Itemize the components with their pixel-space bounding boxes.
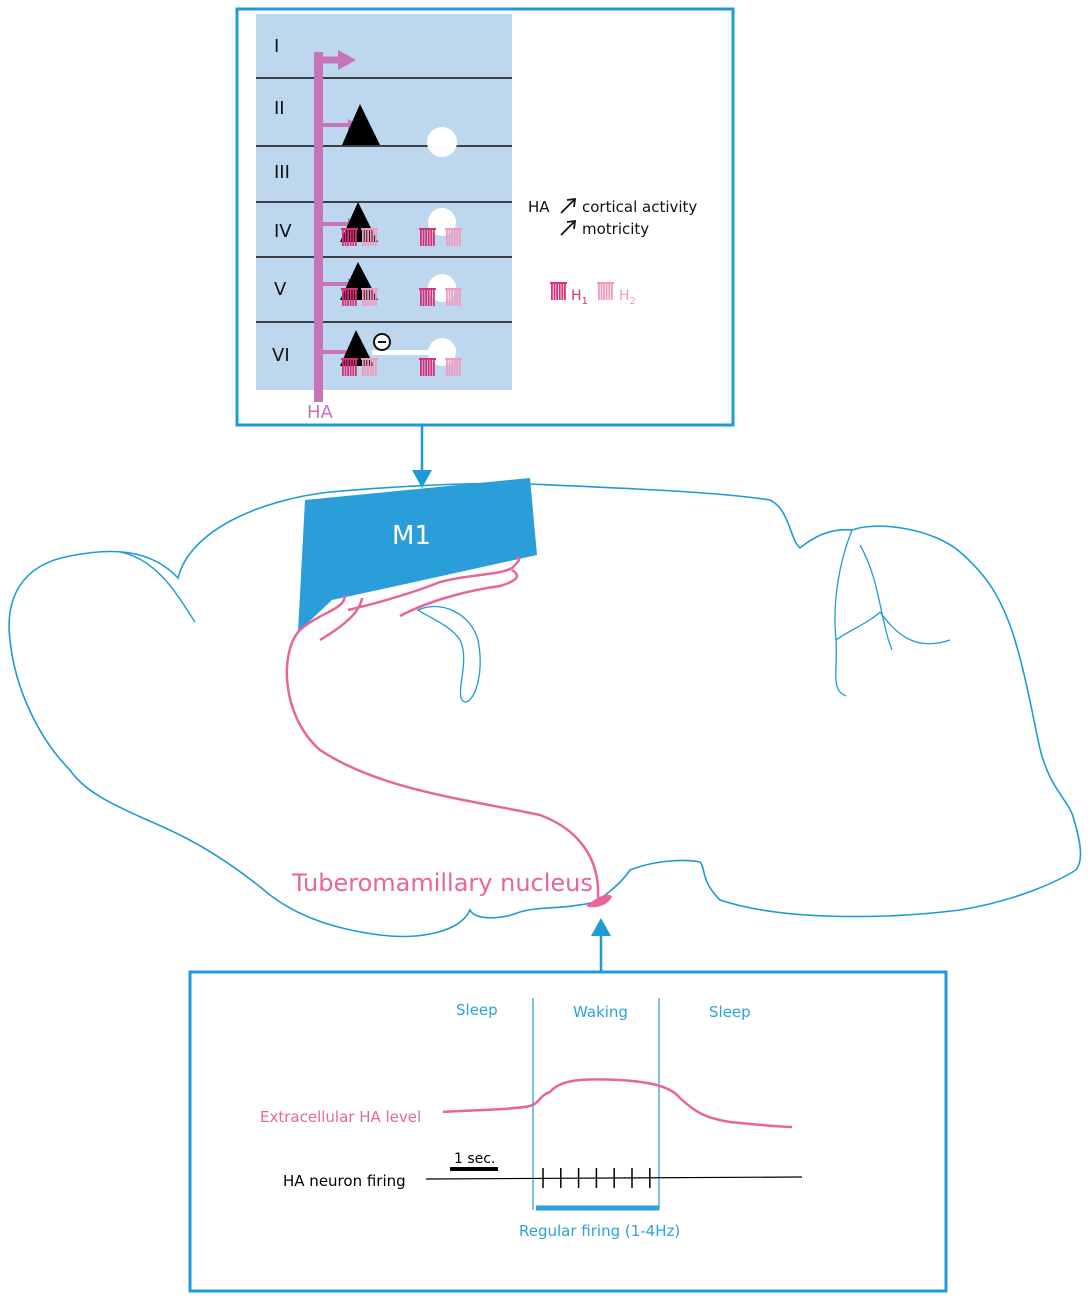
pyramidal-neuron-icon <box>340 330 374 366</box>
h2-receptor-icon <box>445 358 462 376</box>
brain-outline <box>8 482 1082 938</box>
h1-receptor-icon <box>341 228 358 246</box>
h1-receptor-icon <box>550 282 567 300</box>
tuberomamillary-nucleus-marker <box>586 894 612 908</box>
ha-axon-label: HA <box>307 402 334 423</box>
interneuron-icon <box>427 127 457 157</box>
spike-train <box>542 1168 651 1188</box>
connector-arrow-cortex <box>412 425 432 488</box>
histaminergic-pathway <box>285 555 600 899</box>
h2-receptor-icon <box>445 288 462 306</box>
arrow-down-icon <box>412 470 432 488</box>
h1-receptor-icon <box>341 358 358 376</box>
h1-receptor-icon <box>550 282 567 300</box>
ha-projection-branch <box>319 597 364 642</box>
cortex-panel: I II III IV V VI <box>235 7 735 427</box>
h1-receptor-icon <box>341 288 358 306</box>
extracellular-ha-label: Extracellular HA level <box>260 1108 421 1126</box>
h2-receptor-icon <box>361 228 378 246</box>
ha-axon-branches <box>322 123 350 354</box>
arrow-up-icon <box>591 918 611 936</box>
h2-receptor-icon <box>361 288 378 306</box>
h1-receptor-icon <box>419 358 436 376</box>
h1-receptor-icon <box>419 288 436 306</box>
ha-effect-line: motricity <box>582 220 649 238</box>
north-east-arrow-icon <box>560 219 577 236</box>
hippocampus-contour <box>416 605 481 703</box>
ha-projection-main <box>285 594 600 899</box>
h1-receptor-icon <box>419 228 436 246</box>
inhibitory-connection <box>372 350 436 355</box>
ha-projection-branch <box>399 568 519 618</box>
connector-arrow-activity <box>591 918 611 972</box>
m1-label: M1 <box>392 521 431 551</box>
north-east-arrow-icon <box>560 197 577 214</box>
h2-receptor-icon <box>597 282 614 300</box>
regular-firing-label: Regular firing (1-4Hz) <box>519 1222 680 1240</box>
ha-effect: HA cortical activity motricity <box>528 197 697 238</box>
activity-panel-frame <box>188 970 948 1293</box>
state-label-waking: Waking <box>573 1003 628 1021</box>
layer-boundaries <box>256 77 512 323</box>
ha-effect-line: cortical activity <box>582 198 697 216</box>
scale-bar-label: 1 sec. <box>454 1151 495 1167</box>
state-label-sleep: Sleep <box>709 1003 751 1021</box>
state-label-sleep: Sleep <box>456 1001 498 1019</box>
ha-effect-source: HA <box>528 198 550 216</box>
cerebellum-folds <box>834 529 951 697</box>
m1-region <box>298 478 537 632</box>
h2-receptor-icon <box>597 282 614 300</box>
layer-label: VI <box>272 345 290 366</box>
layer-label: III <box>274 162 290 183</box>
receptor-clusters <box>341 228 462 376</box>
pyramidal-neuron-icon <box>342 104 380 145</box>
layer-label: IV <box>274 221 292 242</box>
legend-label-h1: H1 <box>571 288 588 307</box>
frontal-fold <box>119 551 196 623</box>
layer-label: II <box>274 98 285 119</box>
activity-panel: Sleep Waking Sleep Extracellular HA leve… <box>188 970 948 1293</box>
receptor-legend: H1 H2 <box>550 282 636 307</box>
ha-neuron-firing-label: HA neuron firing <box>283 1172 406 1190</box>
layer-labels: I II III IV V VI <box>272 36 292 366</box>
tuberomamillary-label: Tuberomamillary nucleus <box>291 869 593 897</box>
layer-label: V <box>274 279 287 300</box>
h2-receptor-icon <box>361 358 378 376</box>
h2-receptor-icon <box>445 228 462 246</box>
legend-label-h2: H2 <box>619 288 636 307</box>
ha-projection-branch <box>347 555 521 612</box>
ha-axon-trunk <box>314 52 323 402</box>
arrow-head-icon <box>338 50 356 70</box>
extracellular-ha-level-trace <box>442 1078 793 1129</box>
brain-section: M1 Tuberomamillary nucleus <box>8 478 1082 938</box>
layer-label: I <box>274 36 279 57</box>
